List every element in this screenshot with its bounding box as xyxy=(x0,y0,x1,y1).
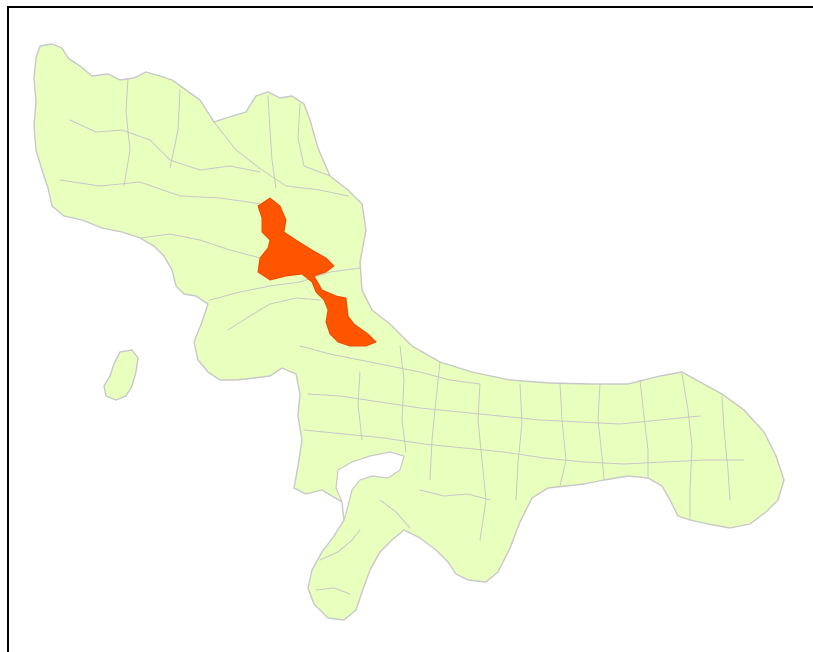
southern-bay xyxy=(335,451,405,521)
highlighted-region[interactable] xyxy=(257,197,377,347)
district-boundaries xyxy=(59,77,745,595)
western-island[interactable] xyxy=(103,349,139,401)
mainland-region[interactable] xyxy=(33,43,785,621)
